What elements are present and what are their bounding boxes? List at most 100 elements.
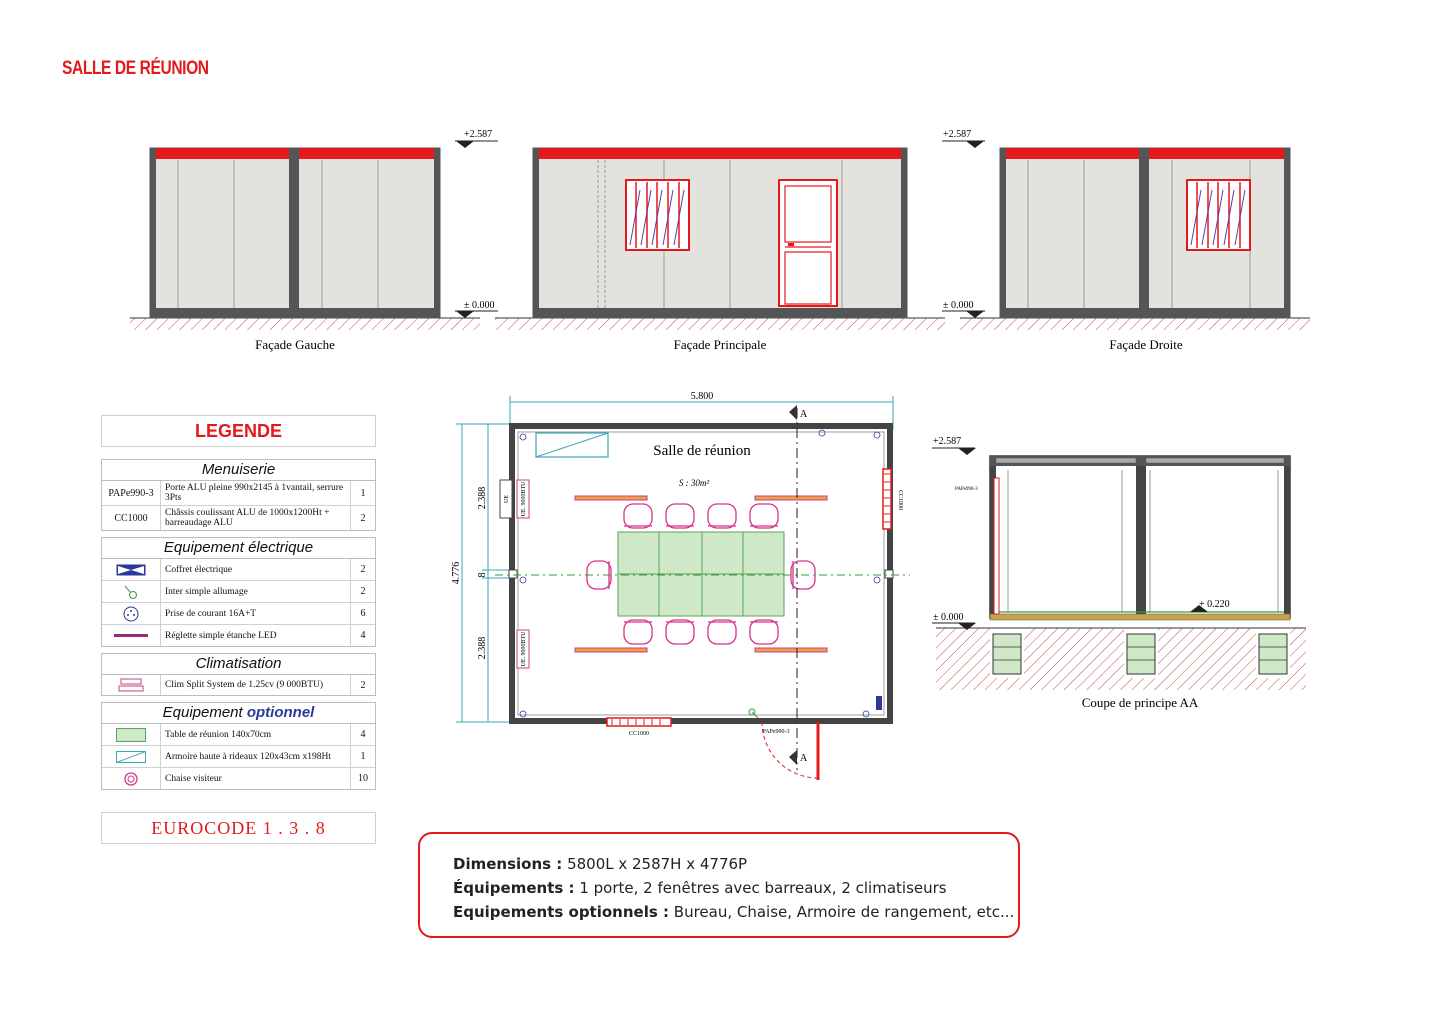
level-ground-left: ± 0.000 (464, 300, 495, 311)
legend-code: CC1000 (102, 506, 161, 530)
specs-optional-label: Equipements optionnels : (453, 903, 669, 921)
door-front (778, 179, 838, 307)
window-right (1186, 179, 1251, 251)
legend-row: Clim Split System de 1.25cv (9 000BTU) 2 (102, 675, 375, 695)
legend-desc: Coffret électrique (161, 559, 351, 580)
legend-row: CC1000 Châssis coulissant ALU de 1000x12… (102, 506, 375, 530)
legend-qty: 4 (360, 630, 366, 641)
plan-ac-units: UE. 9000BTU UE UE. 9000BTU (499, 479, 530, 669)
visitor-chair-icon (102, 768, 161, 789)
legend-qty: 2 (360, 679, 366, 691)
elevation-front: Façade Principale (495, 147, 945, 352)
legend-section-title: Equipement électrique (102, 538, 375, 559)
ac-split-icon (102, 675, 161, 695)
specs-optional-value: Bureau, Chaise, Armoire de rangement, et… (673, 903, 1015, 921)
section-label: Coupe de principe AA (1082, 695, 1199, 710)
legend-qty: 6 (360, 608, 366, 619)
plan-joint-dim: 8 (477, 573, 488, 578)
legend-desc: Armoire haute à rideaux 120x43cm x198Ht (161, 746, 351, 767)
specs-equipment-value: 1 porte, 2 fenêtres avec barreaux, 2 cli… (579, 879, 947, 897)
legend-qty: 1 (360, 487, 366, 499)
cabinet-icon (102, 746, 161, 767)
legend-qty: 1 (360, 751, 366, 762)
specs-optional: Equipements optionnels : Bureau, Chaise,… (453, 900, 1018, 924)
legend-row: Armoire haute à rideaux 120x43cm x198Ht … (102, 746, 375, 768)
legend: LEGENDE Menuiserie PAPe990-3 Porte ALU p… (101, 415, 376, 796)
legend-desc: Prise de courant 16A+T (161, 603, 351, 624)
specs-dimensions-label: Dimensions : (453, 855, 563, 873)
legend-qty: 2 (360, 586, 366, 597)
plan-ac-tag-bottom: UE. 9000BTU (521, 631, 527, 667)
led-strip-icon (102, 625, 161, 646)
plan-window-tag-bottom: CC1000 (629, 731, 649, 737)
plan-ac-tag-top: UE. 9000BTU (521, 481, 527, 517)
specs-box: Dimensions : 5800L x 2587H x 4776P Équip… (418, 832, 1020, 938)
plan-half-bottom-dim: 2.388 (477, 637, 488, 660)
legend-section-electrique: Equipement électrique Coffret électrique… (101, 537, 376, 647)
ground-hatch (130, 318, 480, 330)
plan-door-tag: PAPe990-3 (762, 729, 789, 735)
level-ground-right: ± 0.000 (943, 300, 974, 311)
legend-row: Inter simple allumage 2 (102, 581, 375, 603)
plan-chairs (586, 503, 816, 645)
legend-section-menuiserie: Menuiserie PAPe990-3 Porte ALU pleine 99… (101, 459, 376, 531)
legend-section-title: Menuiserie (102, 460, 375, 481)
plan-window-bottom: CC1000 (606, 717, 672, 737)
level-top-left: +2.587 (464, 129, 492, 140)
legend-desc: Table de réunion 140x70cm (161, 724, 351, 745)
section-aa: +2.587 ± 0.000 + 0.220 PAPe990-3 Coupe d… (932, 436, 1306, 710)
legend-desc: Chaise visiteur (161, 768, 351, 789)
section-mark-bottom: A (800, 753, 808, 764)
legend-desc: Châssis coulissant ALU de 1000x1200Ht + … (161, 506, 351, 530)
plan-cabinet (535, 432, 609, 458)
legend-section-climatisation: Climatisation Clim Split System de 1.25c… (101, 653, 376, 696)
section-mark-top: A (800, 409, 808, 420)
legend-section-optionnel: Equipement optionnel Table de réunion 14… (101, 702, 376, 790)
legend-desc: Inter simple allumage (161, 581, 351, 602)
level-top-right: +2.587 (943, 129, 971, 140)
section-level-floor: + 0.220 (1199, 599, 1230, 610)
legend-row: Chaise visiteur 10 (102, 768, 375, 789)
plan-outlets (519, 429, 881, 718)
light-switch-icon (102, 581, 161, 602)
legend-row: Table de réunion 140x70cm 4 (102, 724, 375, 746)
section-door-tag: PAPe990-3 (955, 487, 978, 492)
legend-row: Prise de courant 16A+T 6 (102, 603, 375, 625)
legend-section-title-main: Equipement (162, 704, 243, 721)
specs-equipment: Équipements : 1 porte, 2 fenêtres avec b… (453, 876, 1018, 900)
legend-desc: Réglette simple étanche LED (161, 625, 351, 646)
legend-desc: Clim Split System de 1.25cv (9 000BTU) (161, 675, 351, 695)
elevation-left-label: Façade Gauche (255, 337, 335, 352)
legend-section-title: Equipement optionnel (102, 703, 375, 724)
specs-equipment-label: Équipements : (453, 879, 575, 897)
legend-code: PAPe990-3 (102, 481, 161, 505)
specs-dimensions-value: 5800L x 2587H x 4776P (567, 855, 748, 873)
plan-area: S : 30m² (679, 478, 709, 488)
plan-half-top-dim: 2.388 (477, 487, 488, 510)
plan-window-tag-right: CC1000 (897, 490, 903, 510)
page-title: SALLE DE RÉUNION (62, 58, 209, 79)
floor-plan: 5.800 4.776 2.388 2.388 8 Salle de réuni… (451, 391, 910, 780)
meeting-table-icon (102, 724, 161, 745)
elevation-left: +2.587 ± 0.000 Façade Gauche (130, 129, 498, 352)
power-outlet-icon (102, 603, 161, 624)
legend-qty: 2 (360, 564, 366, 575)
elevation-right: +2.587 ± 0.000 Façade Droite (942, 129, 1310, 352)
elevation-right-label: Façade Droite (1109, 337, 1183, 352)
plan-room-name: Salle de réunion (653, 443, 751, 459)
plan-door: PAPe990-3 (748, 708, 820, 780)
elevation-front-label: Façade Principale (674, 337, 767, 352)
electric-box-icon (102, 559, 161, 580)
legend-qty: 10 (358, 773, 368, 784)
legend-row: PAPe990-3 Porte ALU pleine 990x2145 à 1v… (102, 481, 375, 506)
legend-qty: 2 (360, 512, 366, 524)
plan-led-strips (574, 495, 828, 653)
plan-ac-outdoor-top: UE (504, 495, 510, 503)
section-footings (992, 633, 1288, 675)
section-level-ground: ± 0.000 (933, 612, 964, 623)
legend-section-title: Climatisation (102, 654, 375, 675)
legend-row: Réglette simple étanche LED 4 (102, 625, 375, 646)
legend-desc: Porte ALU pleine 990x2145 à 1vantail, se… (161, 481, 351, 505)
legend-section-title-accent: optionnel (246, 704, 315, 721)
specs-dimensions: Dimensions : 5800L x 2587H x 4776P (453, 852, 1018, 876)
